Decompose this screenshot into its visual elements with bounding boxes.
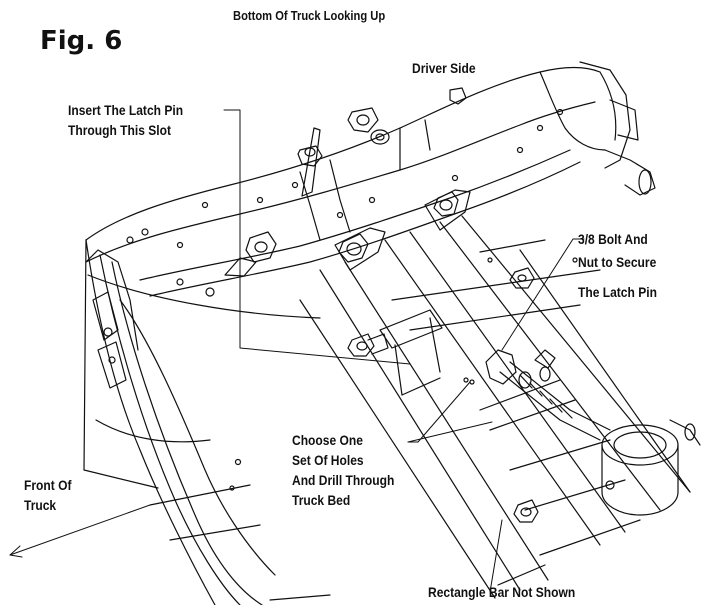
callout-line: And Drill Through (292, 472, 395, 488)
bed-bolt-left (347, 333, 389, 357)
callout-line: Truck (24, 497, 57, 513)
left-body-panel (83, 239, 331, 605)
callout-line: Set Of Holes (292, 452, 364, 468)
callout-line: The Latch Pin (578, 284, 657, 300)
figure-caption: Bottom Of Truck Looking Up (233, 8, 386, 23)
callout-line: Nut to Secure (578, 254, 657, 270)
frame-rail (85, 61, 631, 319)
steering-spindle (604, 99, 656, 196)
callout-line: 3/8 Bolt And (578, 231, 648, 247)
callout-line: Front Of (24, 477, 72, 493)
latch-pin-assembly (463, 349, 611, 441)
figure-number: Fig. 6 (40, 26, 123, 56)
bed-bolt-right-upper (509, 267, 535, 289)
callout-line: Choose One (292, 432, 363, 448)
loose-hardware (297, 87, 467, 197)
bed-bolt-right-lower (513, 499, 539, 523)
holes-callout: Choose One Set Of Holes And Drill Throug… (292, 430, 394, 510)
callout-line: Truck Bed (292, 492, 351, 508)
latch-pin-callout: Insert The Latch Pin Through This Slot (68, 100, 183, 140)
driver-side-label: Driver Side (412, 60, 476, 76)
rectangle-bar-label: Rectangle Bar Not Shown (428, 584, 576, 600)
callout-line: Through This Slot (68, 122, 171, 138)
latch-bracket-center (334, 227, 386, 271)
bolt-callout: 3/8 Bolt And Nut to Secure The Latch Pin (578, 228, 657, 304)
front-of-truck-label: Front Of Truck (24, 475, 71, 515)
front-arrow (9, 504, 151, 558)
leader-lines (223, 109, 585, 593)
latch-bracket-right (424, 189, 471, 231)
latch-slot-bracket (224, 231, 277, 277)
callout-line: Insert The Latch Pin (68, 102, 184, 118)
pin-sleeve (601, 419, 701, 516)
